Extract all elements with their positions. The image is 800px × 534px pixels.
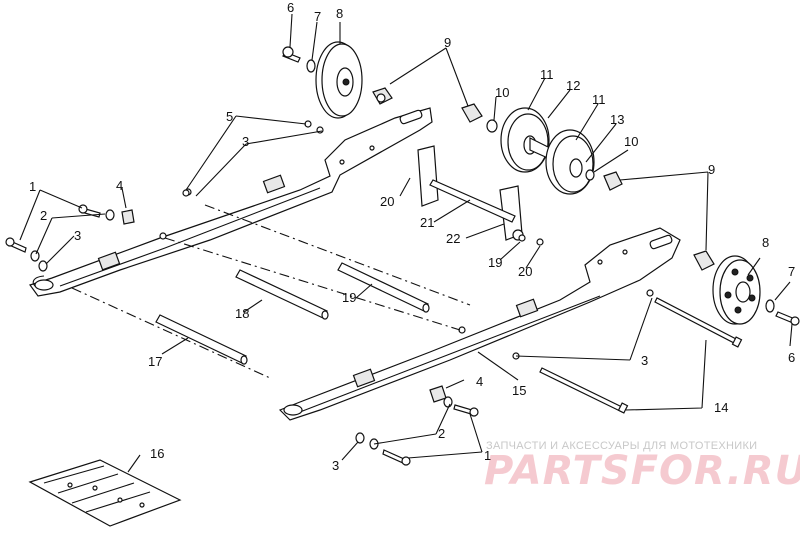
watermark-tagline: ЗАПЧАСТИ И АКСЕССУАРЫ ДЛЯ МОТОТЕХНИКИ [486,440,758,452]
callout-10: 10 [495,85,509,100]
callout-16: 16 [150,446,164,461]
callout-19: 19 [488,255,502,270]
center-shaft-assembly [417,145,544,246]
callout-2: 2 [40,208,47,223]
callout-11: 11 [592,92,606,107]
right-rail [278,227,681,421]
callout-20: 20 [380,194,394,209]
callout-13: 13 [610,112,624,127]
callout-3: 3 [641,353,648,368]
callout-21: 21 [420,215,434,230]
callout-5: 5 [226,109,233,124]
callout-4: 4 [116,178,123,193]
callout-17: 17 [148,354,162,369]
callout-2: 2 [438,426,445,441]
callout-10: 10 [624,134,638,149]
left-rail [29,107,433,297]
callout-4: 4 [476,374,483,389]
callout-9: 9 [444,35,451,50]
callout-20: 20 [518,264,532,279]
callout-8: 8 [336,6,343,21]
leader-lines [19,13,793,473]
callout-7: 7 [314,9,321,24]
callout-3: 3 [242,134,249,149]
callout-1: 1 [29,179,36,194]
callout-19: 19 [342,290,356,305]
callout-numbers: 6 7 8 9 5 3 10 11 12 11 13 10 9 1 4 2 3 … [29,0,795,473]
callout-22: 22 [446,231,460,246]
watermark-brand-logo: PARTSFOR.RU [484,448,800,494]
callout-7: 7 [788,264,795,279]
slide-plate [28,459,182,527]
idler-wheel-top [282,41,393,119]
callout-3: 3 [332,458,339,473]
callout-9: 9 [708,162,715,177]
callout-6: 6 [287,0,294,15]
callout-18: 18 [235,306,249,321]
idler-wheel-rear [693,250,800,326]
callout-11: 11 [540,67,554,82]
axis-lines [71,204,471,379]
callout-8: 8 [762,235,769,250]
callout-12: 12 [566,78,580,93]
callout-6: 6 [788,350,795,365]
long-bolts [539,297,743,414]
callout-15: 15 [512,383,526,398]
callout-1: 1 [484,448,491,463]
cross-shaft-tubes [155,262,430,365]
callout-14: 14 [714,400,728,415]
double-idler-wheels [461,103,623,195]
left-hardware [5,120,324,272]
callout-3: 3 [74,228,81,243]
